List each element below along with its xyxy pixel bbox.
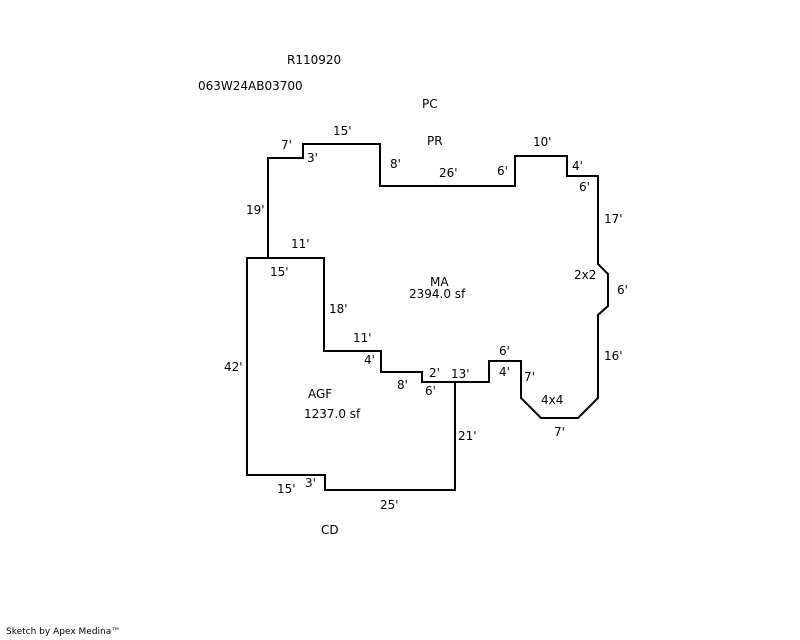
record-id: R110920 [287, 53, 341, 67]
dim: 4' [364, 353, 375, 367]
dim: 6' [499, 344, 510, 358]
dim: 8' [390, 157, 401, 171]
dim: 3' [305, 476, 316, 490]
dim: 11' [353, 331, 372, 345]
dim: 4' [572, 159, 583, 173]
dim: 25' [380, 498, 399, 512]
dim: 2' [429, 366, 440, 380]
dim: 10' [533, 135, 552, 149]
parcel-id: 063W24AB03700 [198, 79, 303, 93]
pc-label: PC [422, 97, 438, 111]
footer-credit: Sketch by Apex Medina™ [6, 627, 121, 637]
agf-label: AGF [308, 387, 332, 401]
dim: 6' [425, 384, 436, 398]
dim: 7' [524, 370, 535, 384]
dim: 8' [397, 378, 408, 392]
dim: 4x4 [541, 393, 563, 407]
dim: 19' [246, 203, 265, 217]
dim: 42' [224, 360, 243, 374]
dim: 6' [497, 164, 508, 178]
agf-outline [246, 257, 456, 491]
pr-label: PR [427, 134, 443, 148]
dim: 7' [281, 138, 292, 152]
dim: 2x2 [574, 268, 596, 282]
dim: 15' [277, 482, 296, 496]
dim: 13' [451, 367, 470, 381]
cd-label: CD [321, 523, 339, 537]
ma-label: MA [430, 275, 449, 289]
dim: 6' [617, 283, 628, 297]
dim: 3' [307, 151, 318, 165]
dim: 4' [499, 365, 510, 379]
dim: 15' [333, 124, 352, 138]
dim: 21' [458, 429, 477, 443]
agf-area: 1237.0 sf [304, 407, 361, 421]
ma-area: 2394.0 sf [409, 287, 466, 301]
dim: 11' [291, 237, 310, 251]
dim: 6' [579, 180, 590, 194]
dim: 7' [554, 425, 565, 439]
dim: 15' [270, 265, 289, 279]
dim: 26' [439, 166, 458, 180]
dim: 16' [604, 349, 623, 363]
dim: 17' [604, 212, 623, 226]
dim: 18' [329, 302, 348, 316]
